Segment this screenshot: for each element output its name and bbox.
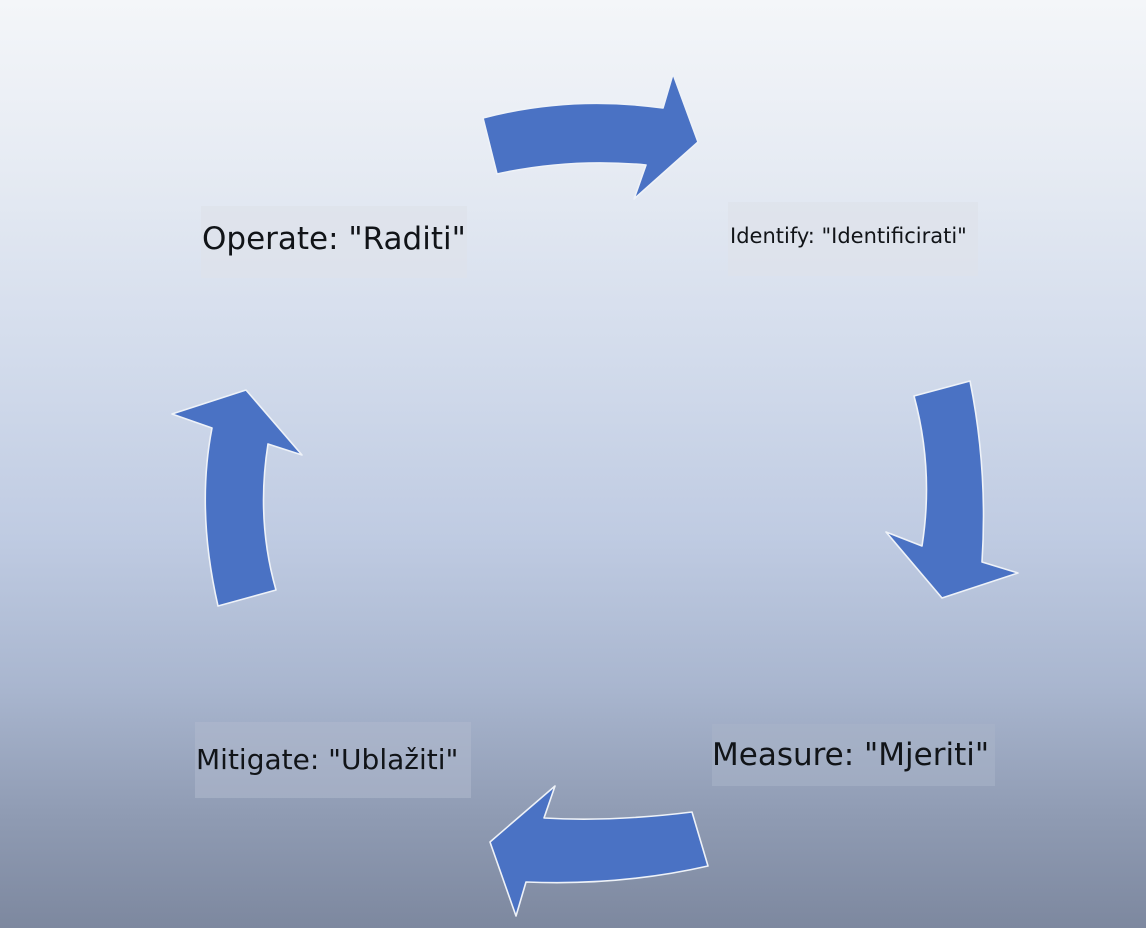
step-operate-label: Operate: "Raditi" [201,206,467,278]
arrow-mitigate-to-operate [171,389,303,607]
arrow-measure-to-mitigate [489,785,709,917]
arrow-identify-to-measure [885,380,1019,599]
step-measure-label: Measure: "Mjeriti" [712,724,995,786]
step-identify-label: Identify: "Identificirati" [728,202,978,276]
arrow-operate-to-identify [482,73,699,200]
step-mitigate-label: Mitigate: "Ublažiti" [195,722,471,798]
